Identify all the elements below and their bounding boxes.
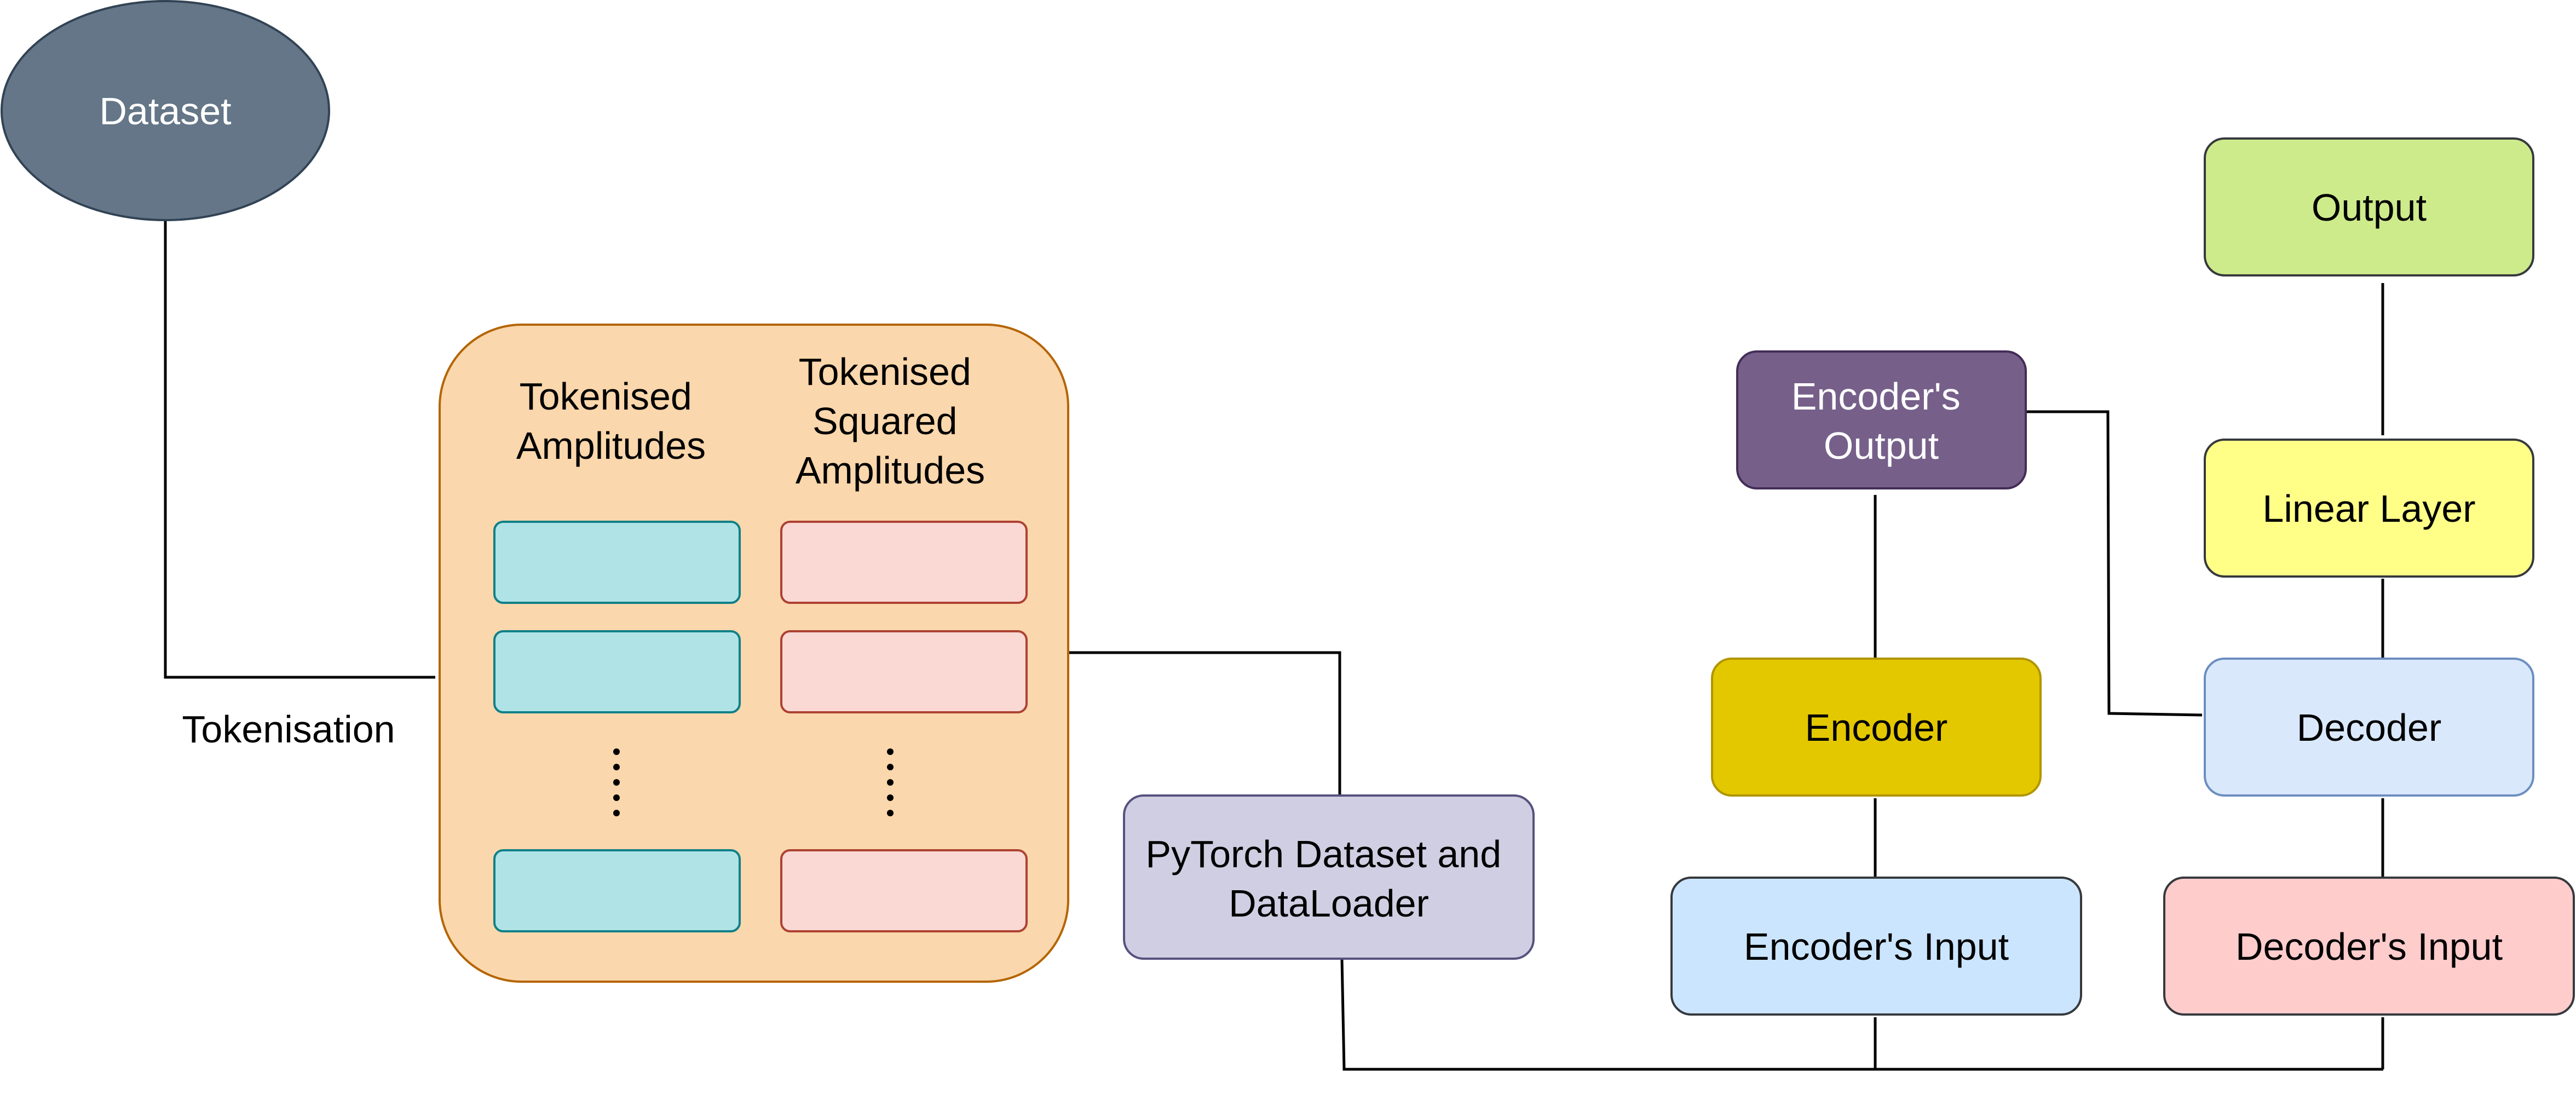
tokenisation-label: Tokenisation [182,708,395,751]
svg-text:Encoder's Output: Encoder's Output [1791,375,1972,467]
svg-text:Output: Output [2312,186,2427,229]
amplitude-token [493,849,741,932]
encoders-input-node: Encoder's Input [1670,877,2082,1016]
edge-tokens-to-pytorch [1068,651,1341,799]
svg-text:Encoder: Encoder [1805,706,1948,749]
output-node: Output [2204,137,2534,276]
squared-amplitude-ellipsis [887,748,894,816]
amplitude-token [493,521,741,604]
tokenised-data-container: Tokenised Amplitudes Tokenised Squared A… [439,324,1069,983]
encoder-node: Encoder [1711,658,2042,797]
svg-text:Linear Layer: Linear Layer [2262,487,2475,530]
squared-amplitude-token [780,630,1028,713]
pytorch-dataloader-node: PyTorch Dataset and DataLoader [1123,794,1535,960]
decoder-node: Decoder [2204,658,2534,797]
linear-layer-node: Linear Layer [2204,439,2534,578]
amplitude-ellipsis [613,748,620,816]
squared-amplitude-token [780,849,1028,932]
decoders-input-node: Decoder's Input [2163,877,2575,1016]
squared-amplitude-token [780,521,1028,604]
dataset-label: Dataset [99,90,231,132]
svg-text:PyTorch Dataset and Data: PyTorch Dataset and DataLoader [1145,833,1512,925]
edge-pytorch-bottom-bus [1340,959,2383,1071]
edge-dataset-to-tokens [164,220,436,679]
dataset-node: Dataset [1,0,330,221]
encoders-output-node: Encoder's Output [1736,350,2027,489]
tokenised-squared-amplitudes-header: Tokenised Squared Amplitudes [796,350,985,492]
amplitude-token [493,630,741,713]
edge-encoders-output-to-decoder [2026,410,2203,717]
svg-text:Decoder: Decoder [2297,706,2442,749]
svg-text:Decoder's Input: Decoder's Input [2235,925,2503,968]
tokenised-amplitudes-header: Tokenised Amplitudes [516,375,706,467]
svg-text:Encoder's Input: Encoder's Input [1744,925,2009,968]
